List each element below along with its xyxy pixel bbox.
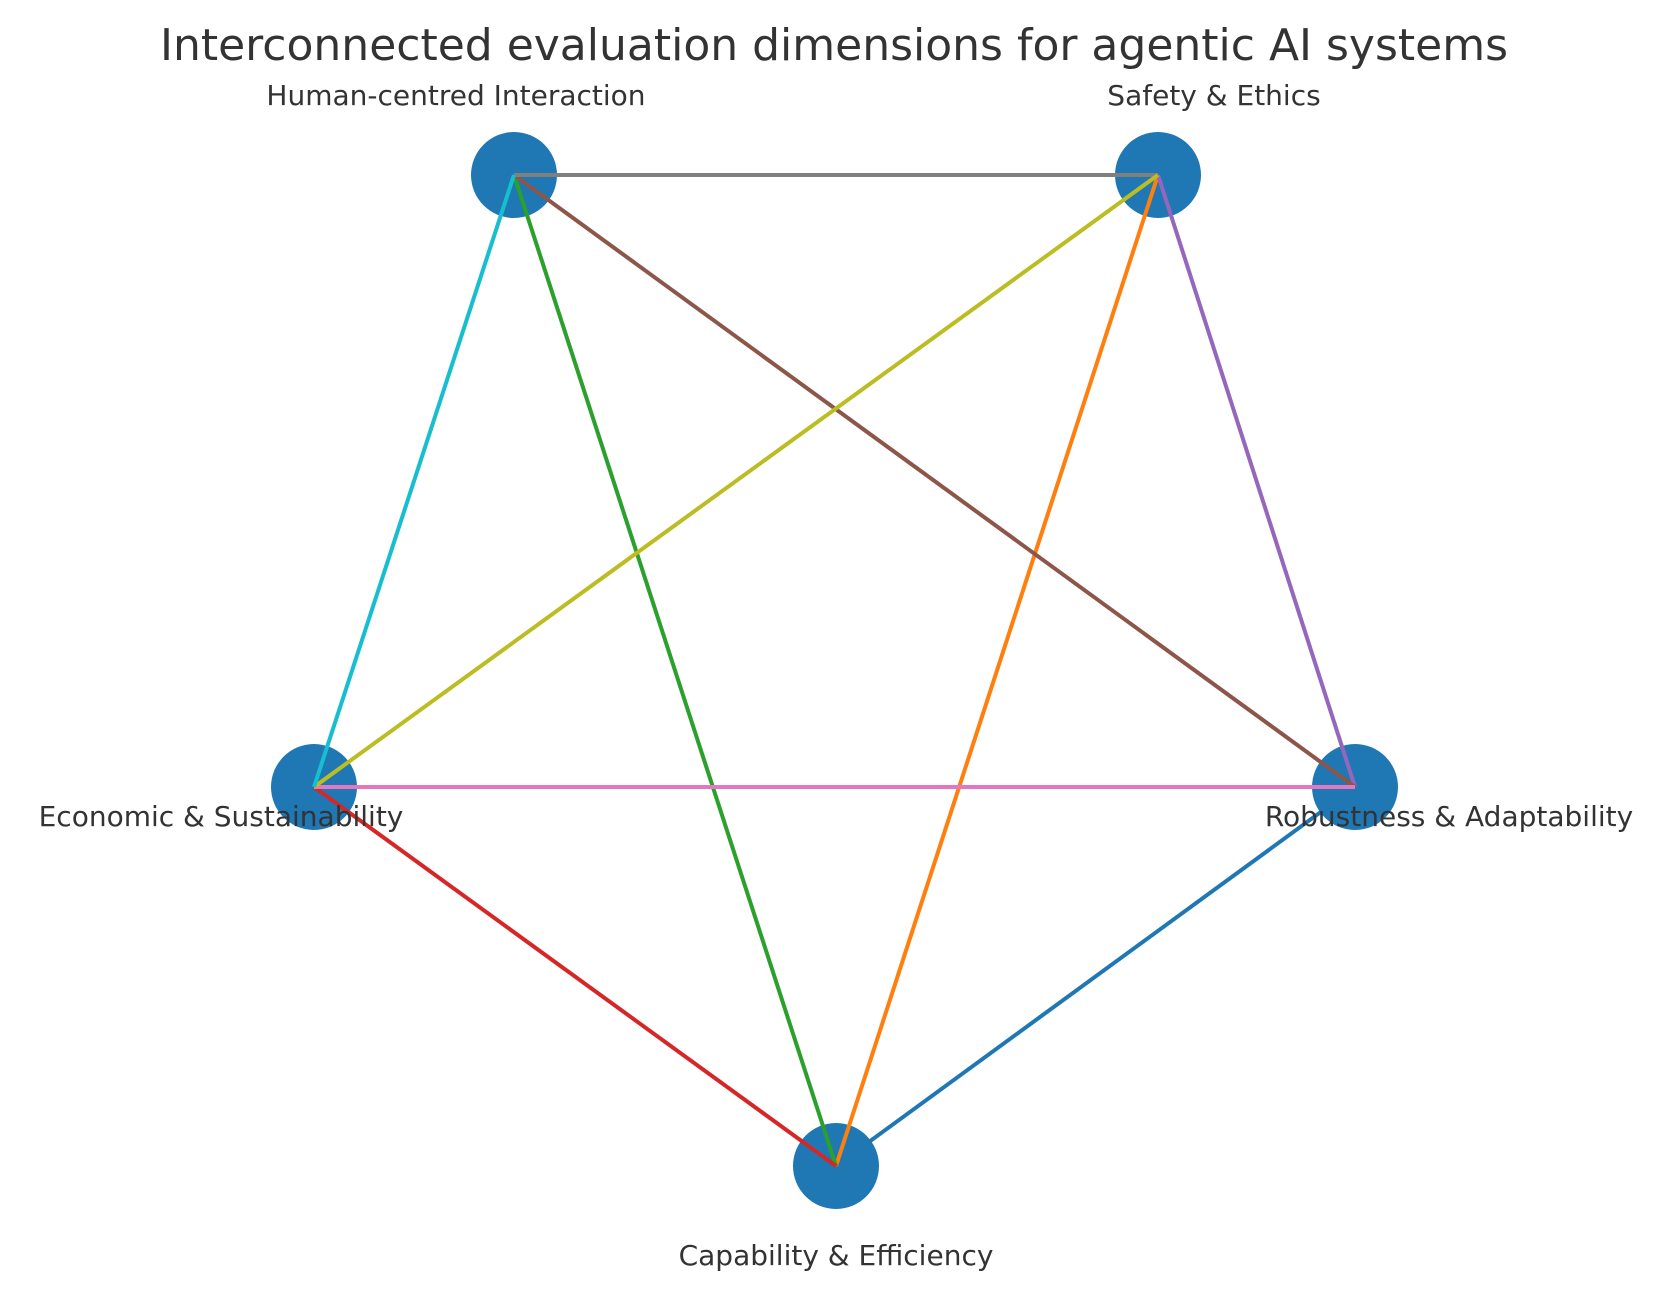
edge-capability-human [512, 174, 838, 1167]
node-label-robustness: Robustness & Adaptability [1265, 800, 1633, 833]
node-label-capability: Capability & Efficiency [679, 1239, 994, 1272]
labels-layer: Capability & Efficiency Robustness & Adap… [39, 79, 1634, 1272]
edge-capability-safety [834, 174, 1160, 1167]
nodes-layer [271, 132, 1398, 1209]
edges-layer [312, 173, 1357, 1168]
edge-safety-economic [312, 173, 1160, 789]
edge-capability-robustness [834, 785, 1357, 1168]
diagram-title: Interconnected evaluation dimensions for… [160, 20, 1508, 71]
edge-robustness-human [512, 173, 1357, 789]
edge-capability-economic [312, 785, 838, 1168]
node-label-economic: Economic & Sustainability [39, 800, 404, 833]
node-label-safety: Safety & Ethics [1107, 79, 1320, 112]
edge-robustness-safety [1156, 174, 1357, 788]
edge-human-economic [312, 174, 516, 788]
node-label-human: Human-centred Interaction [266, 79, 645, 112]
